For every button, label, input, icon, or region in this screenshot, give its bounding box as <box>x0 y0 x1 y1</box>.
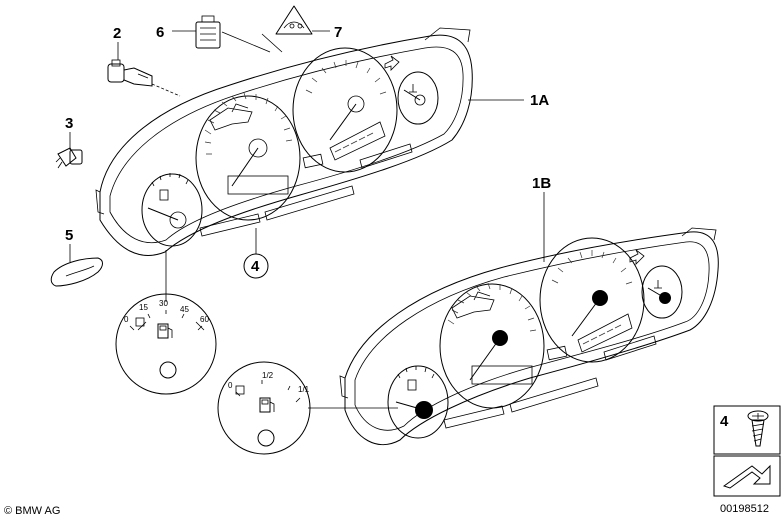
copyright-text: © BMW AG <box>4 505 60 517</box>
empty-marker-icon <box>235 385 245 395</box>
instrument-cluster-1b[interactable] <box>339 227 719 445</box>
temp-gauge-1a-dial <box>397 71 439 125</box>
legend-callout-4: 4 <box>720 413 729 430</box>
screw-legend: 4 <box>713 405 781 455</box>
callout-1a[interactable]: 1A <box>530 92 549 109</box>
fuel-gauge-detail-a <box>115 293 217 395</box>
warning-symbol-part-7[interactable] <box>275 5 313 35</box>
callout-4: 4 <box>251 258 260 275</box>
fuel-gauge-detail-b <box>217 361 311 455</box>
fuel-gauge-1a-dial <box>141 173 203 247</box>
fuel-tick-b-full: 1/1 <box>298 385 310 394</box>
speedometer-1a-dial <box>195 95 301 221</box>
fuel-tick-a-45: 45 <box>180 305 189 314</box>
instrument-cluster-1a[interactable] <box>95 27 473 256</box>
callout-1b[interactable]: 1B <box>532 175 551 192</box>
callout-3[interactable]: 3 <box>65 115 73 132</box>
screw-icon <box>747 410 769 447</box>
fuel-tick-a-30: 30 <box>159 299 168 308</box>
fuel-tick-a-60: 60 <box>200 315 209 324</box>
connector-part-6[interactable] <box>195 15 221 49</box>
tachometer-1b-dial <box>539 237 645 363</box>
temp-gauge-1b-dial <box>641 265 683 319</box>
callout-2[interactable]: 2 <box>113 25 121 42</box>
fuel-tick-b-half: 1/2 <box>262 371 274 380</box>
bulb-part-2[interactable] <box>107 59 153 87</box>
fuel-pump-icon <box>157 323 173 339</box>
callout-7[interactable]: 7 <box>334 24 342 41</box>
fuel-tick-a-0: 0 <box>124 315 129 324</box>
leader-line-6b <box>221 31 271 53</box>
empty-marker-icon <box>135 317 145 327</box>
tachometer-1a-dial <box>292 47 398 173</box>
callout-6[interactable]: 6 <box>156 24 164 41</box>
socket-part-3[interactable] <box>55 147 83 169</box>
fuel-tick-a-15: 15 <box>139 303 148 312</box>
diagram-number: 00198512 <box>720 503 769 515</box>
pad-part-5[interactable] <box>50 257 103 287</box>
speedometer-1b-dial <box>439 283 545 409</box>
callout-4-circle[interactable]: 4 <box>243 253 269 279</box>
leader-line-2-dash <box>151 83 181 97</box>
leader-line-7b <box>261 33 283 53</box>
arrow-legend <box>713 455 781 497</box>
fuel-tick-b-0: 0 <box>228 381 233 390</box>
callout-5[interactable]: 5 <box>65 227 73 244</box>
fuel-gauge-1b-dial <box>387 365 449 439</box>
fuel-pump-icon <box>259 397 275 413</box>
